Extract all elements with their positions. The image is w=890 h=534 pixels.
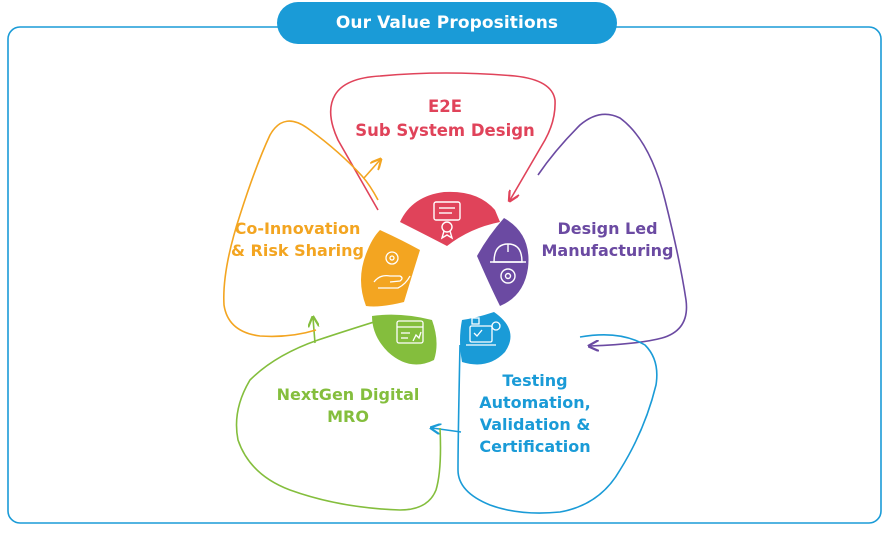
dashboard-window-icon <box>396 320 424 344</box>
label-line: & Risk Sharing <box>231 241 364 260</box>
label-e2e-sub-system-design: E2E Sub System Design <box>340 95 550 143</box>
coinno-arrow <box>363 160 380 179</box>
laptop-checklist-icon <box>466 317 501 346</box>
label-line: MRO <box>327 407 369 426</box>
certificate-icon <box>433 201 461 240</box>
center-segment-e2e <box>400 191 500 246</box>
petal-coinno-outline <box>223 120 379 338</box>
label-line: Automation, <box>479 393 591 412</box>
center-segment-coinno <box>361 230 420 307</box>
petal-nextgen-outline <box>235 316 442 511</box>
label-line: NextGen Digital <box>276 385 420 404</box>
petal-design-outline <box>537 113 688 346</box>
hardhat-gear-icon <box>490 243 526 284</box>
testing-arrow <box>432 428 462 432</box>
label-design-led-manufacturing: Design Led Manufacturing <box>520 218 695 262</box>
label-line: Testing <box>502 371 568 390</box>
page-title: Our Value Propositions <box>277 2 617 44</box>
label-line: Co-Innovation <box>234 219 361 238</box>
label-nextgen-digital-mro: NextGen Digital MRO <box>248 384 448 428</box>
center-segment-testing <box>460 312 511 365</box>
label-line: Design Led <box>557 219 658 238</box>
label-line: E2E <box>427 97 463 116</box>
label-testing-automation: Testing Automation, Validation & Certifi… <box>460 370 610 458</box>
label-line: Manufacturing <box>541 241 674 260</box>
label-line: Validation & <box>479 415 591 434</box>
page-title-text: Our Value Propositions <box>335 13 559 33</box>
petal-e2e-outline <box>329 72 556 211</box>
petal-testing-outline <box>457 333 658 514</box>
label-co-innovation-risk-sharing: Co-Innovation & Risk Sharing <box>210 218 385 262</box>
center-segment-nextgen <box>372 314 437 365</box>
label-line: Sub System Design <box>355 121 535 140</box>
hand-gear-icon <box>373 251 411 289</box>
label-line: Certification <box>479 437 591 456</box>
